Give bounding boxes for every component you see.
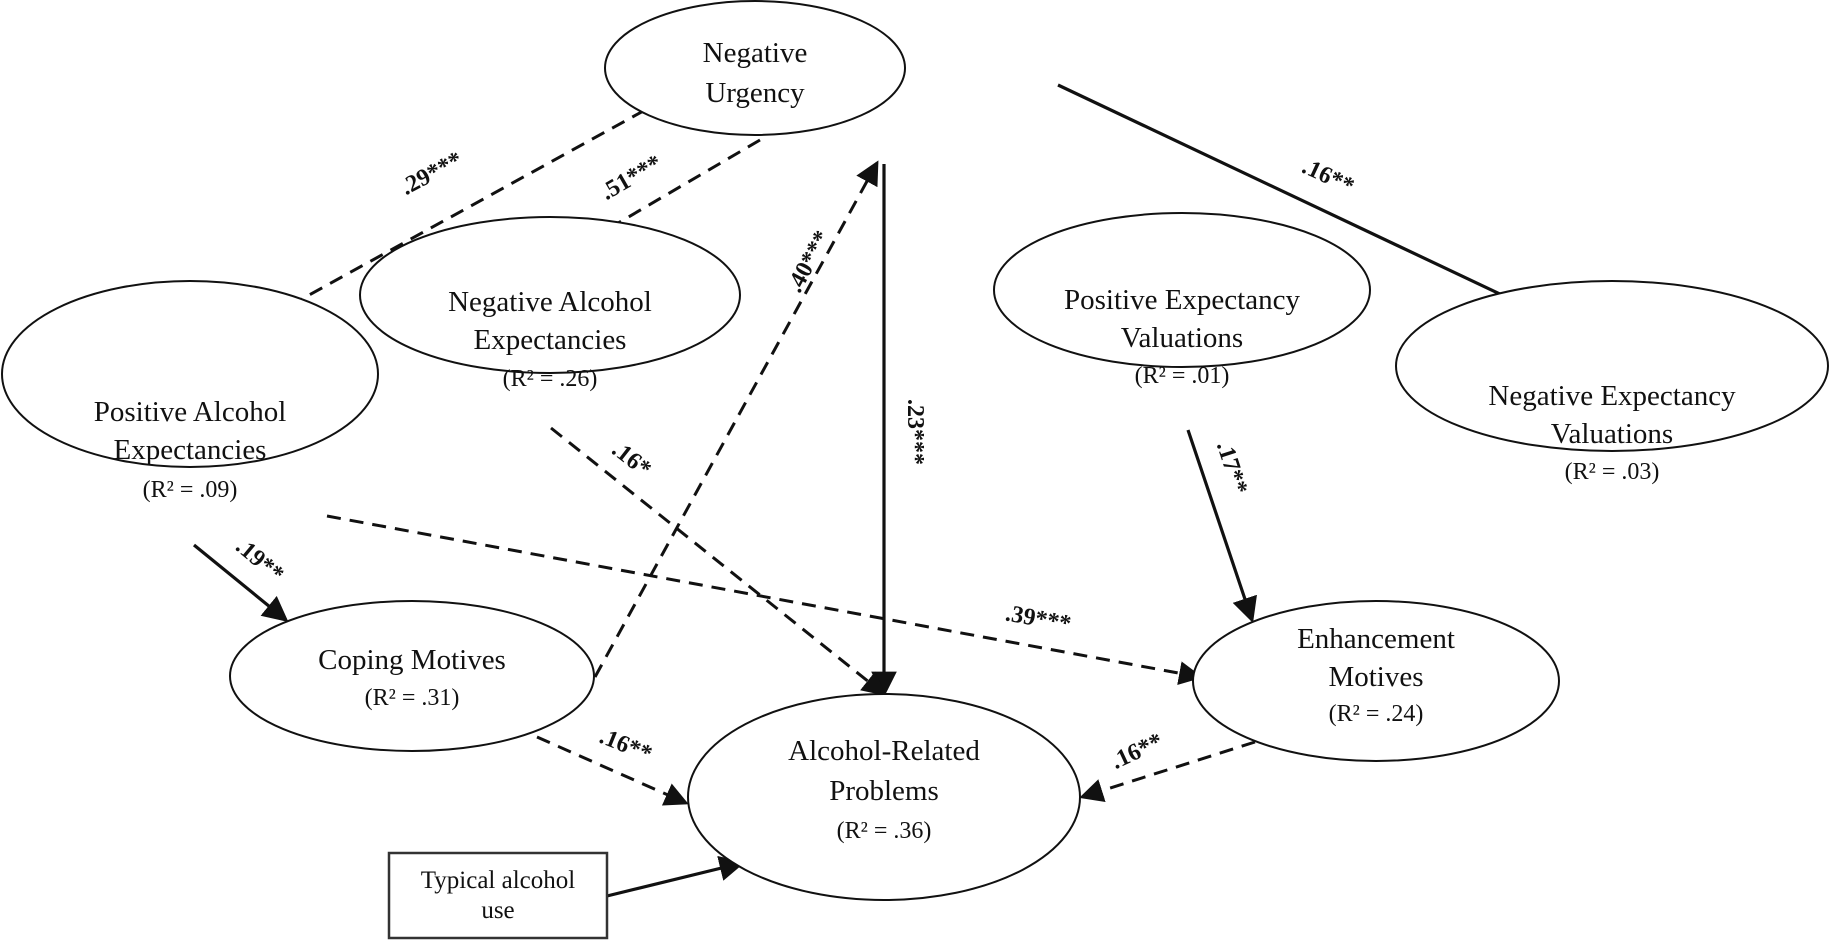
covariate-box-rect <box>387 851 609 940</box>
node-positive-expectancy-valuations-title-line: Positive Expectancy <box>1064 284 1300 316</box>
node-coping-motives-ellipse <box>229 600 595 752</box>
node-positive-expectancy-valuations-title-line: Valuations <box>1121 322 1243 354</box>
path-coefficient-label: .39*** <box>1003 601 1073 638</box>
node-positive-expectancy-valuations-r-squared: (R² = .01) <box>1135 363 1230 389</box>
node-negative-alcohol-expectancies-title-line: Negative Alcohol <box>448 286 652 318</box>
path-coefficient-label: .16** <box>1298 153 1358 199</box>
path-coefficient-label: .16* <box>607 436 656 482</box>
node-negative-alcohol-expectancies-r-squared: (R² = .26) <box>503 366 598 392</box>
node-enhancement-motives-title-line: Enhancement <box>1297 623 1455 655</box>
covariate-box-typical-alcohol-use: Typical alcohol use <box>387 851 609 940</box>
node-negative-urgency-title-line: Urgency <box>705 77 805 109</box>
path-arrow-enhancement-motives-to-alcohol-related-problems <box>1079 740 1256 803</box>
path-arrow-positive-alcohol-expectancies-to-enhancement-motives <box>326 514 1203 685</box>
node-negative-urgency-ellipse <box>604 0 906 136</box>
paths-layer <box>179 75 1615 898</box>
node-negative-alcohol-expectancies-title-line: Expectancies <box>474 324 627 356</box>
node-coping-motives: Coping Motives (R² = .31) <box>229 600 595 752</box>
path-coefficient-label: .16** <box>1107 728 1167 774</box>
node-negative-alcohol-expectancies-ellipse <box>359 216 741 374</box>
covariate-box-text-line: use <box>481 897 514 924</box>
path-coefficient-label: .29*** <box>396 147 466 201</box>
node-alcohol-related-problems-ellipse <box>687 693 1081 901</box>
node-negative-expectancy-valuations-title-line: Valuations <box>1551 418 1673 450</box>
path-coefficient-label: .40*** <box>782 226 836 296</box>
node-positive-expectancy-valuations-ellipse <box>993 212 1371 368</box>
path-coefficient-label: .19** <box>230 533 288 588</box>
node-coping-motives-title-line: Coping Motives <box>318 644 506 676</box>
node-negative-urgency-title-line: Negative <box>703 37 808 69</box>
node-negative-expectancy-valuations-ellipse <box>1395 280 1829 452</box>
node-enhancement-motives-r-squared: (R² = .24) <box>1329 701 1424 727</box>
node-positive-alcohol-expectancies-r-squared: (R² = .09) <box>143 477 238 503</box>
node-coping-motives-r-squared: (R² = .31) <box>365 685 460 711</box>
path-arrow-covariate-box-to-alcohol-related-problems <box>606 855 746 898</box>
node-positive-alcohol-expectancies-title-line: Expectancies <box>114 434 267 466</box>
covariate-box-text-line: Typical alcohol <box>421 867 575 894</box>
node-alcohol-related-problems-r-squared: (R² = .36) <box>837 818 932 844</box>
node-negative-expectancy-valuations-r-squared: (R² = .03) <box>1565 459 1660 485</box>
node-enhancement-motives-ellipse <box>1192 600 1560 762</box>
node-positive-alcohol-expectancies-ellipse <box>1 280 379 468</box>
path-arrow-coping-motives-to-negative-urgency <box>593 160 879 678</box>
path-arrow-coping-motives-to-alcohol-related-problems <box>536 735 689 806</box>
node-positive-alcohol-expectancies-title-line: Positive Alcohol <box>94 396 287 428</box>
path-arrow-negative-alcohol-expectancies-to-alcohol-related-problems <box>550 426 887 696</box>
node-enhancement-motives-title-line: Motives <box>1328 661 1423 693</box>
path-coefficient-label: .23*** <box>902 399 928 465</box>
path-coefficient-label: .51*** <box>596 150 666 206</box>
node-alcohol-related-problems-title-line: Problems <box>829 775 939 807</box>
path-arrow-positive-expectancy-valuations-to-enhancement-motives <box>1186 429 1257 624</box>
node-alcohol-related-problems-title-line: Alcohol-Related <box>788 735 980 767</box>
node-negative-expectancy-valuations-title-line: Negative Expectancy <box>1488 380 1736 412</box>
path-arrow-positive-alcohol-expectancies-to-coping-motives <box>192 543 289 623</box>
path-arrow-negative-urgency-to-positive-alcohol-expectancies <box>179 75 706 367</box>
path-coefficient-label: .16** <box>596 723 656 767</box>
path-coefficient-label: .17** <box>1211 438 1252 497</box>
